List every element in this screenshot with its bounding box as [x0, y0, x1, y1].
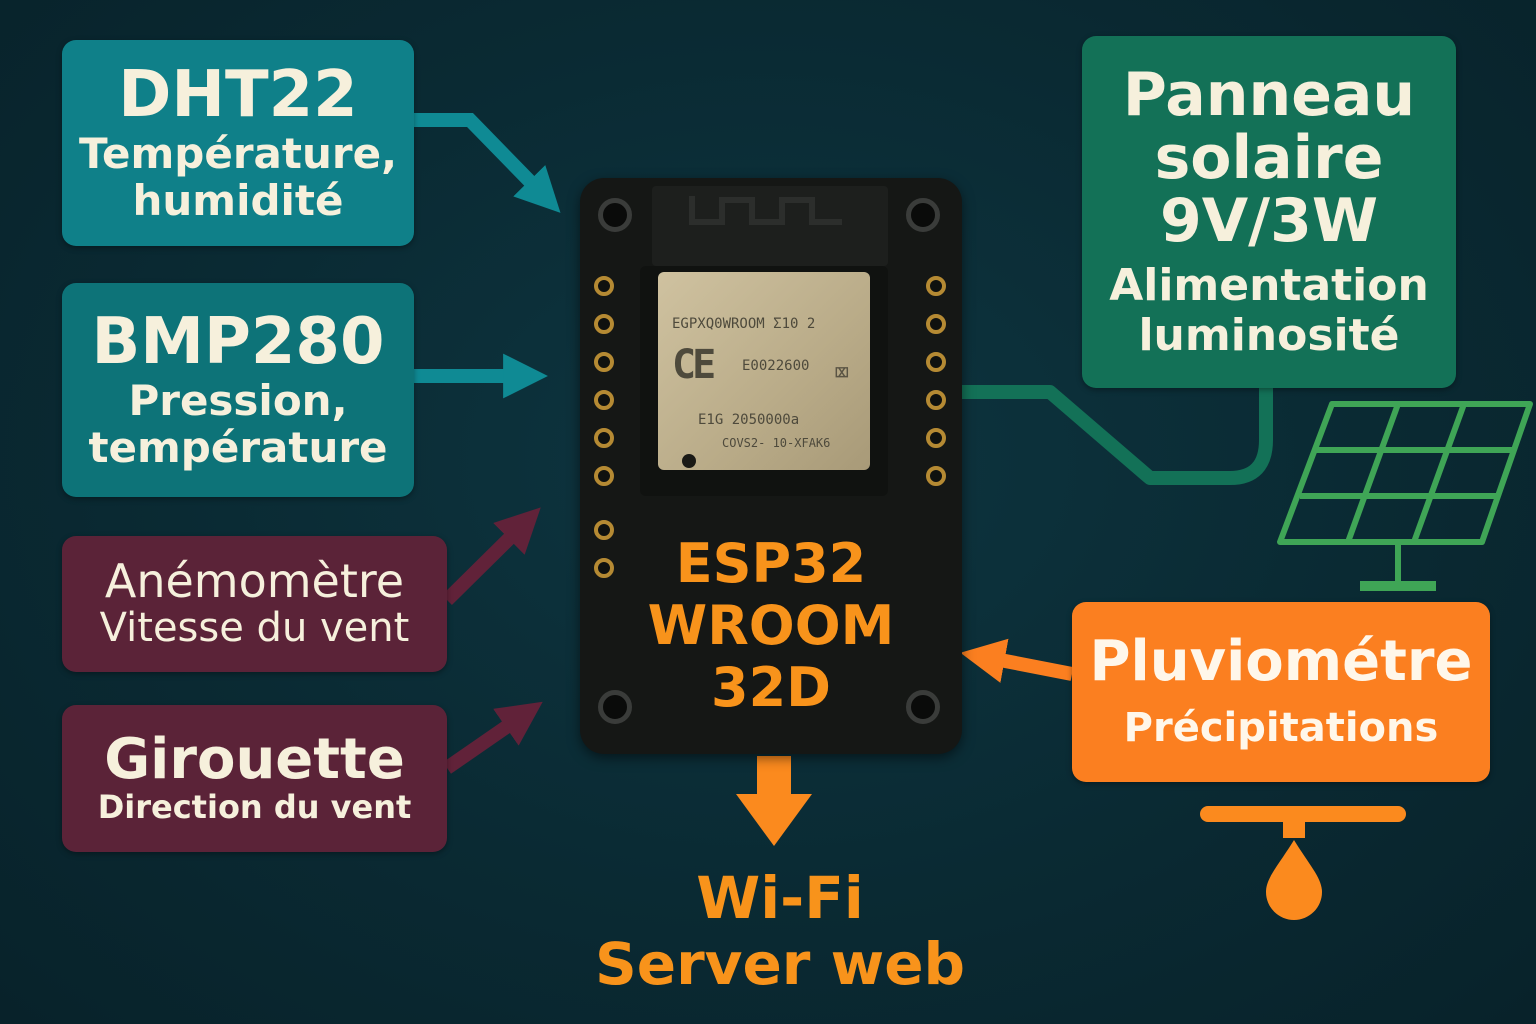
anemometre-title: Anémomètre: [104, 554, 405, 609]
bmp280-title: BMP280: [91, 305, 385, 380]
solar-line2: solaire: [1154, 123, 1384, 194]
pin-pad: [594, 314, 614, 334]
pin-pad: [926, 390, 946, 410]
solar-feed-line: [962, 385, 1273, 485]
wifi-line2: Server web: [594, 929, 966, 998]
pin-pad: [594, 390, 614, 410]
anemometre-arrow: [442, 507, 541, 605]
pin-pad: [594, 428, 614, 448]
solar-sub2: luminosité: [1138, 309, 1400, 361]
esp32-board: EGPXQ0WROOM Σ10 2 CE E0022600 E1G 205000…: [580, 178, 962, 754]
girouette-line1: Direction du vent: [97, 787, 412, 826]
pin-pad: [594, 352, 614, 372]
esp32-title: ESP32 WROOM 32D: [580, 532, 962, 720]
wifi-output: Wi-Fi Server web: [560, 864, 1000, 998]
solar-line1: Panneau: [1122, 60, 1416, 131]
bmp280-line1: Pression,: [128, 375, 348, 425]
wroom-module: EGPXQ0WROOM Σ10 2 CE E0022600 E1G 205000…: [640, 266, 888, 496]
girouette-arrow: [443, 701, 543, 774]
weee-icon: ⌧: [834, 358, 850, 388]
pin-pad: [926, 276, 946, 296]
anemometre-box: Anémomètre Vitesse du vent: [62, 536, 447, 672]
pin-pad: [594, 466, 614, 486]
esp32-line2: WROOM: [647, 594, 895, 658]
pin-pad: [926, 314, 946, 334]
wifi-line1: Wi-Fi: [696, 864, 864, 932]
mounting-hole: [906, 198, 940, 232]
solar-panel-box: Panneau solaire 9V/3W Alimentation lumin…: [1082, 36, 1456, 388]
esp32-line1: ESP32: [675, 532, 867, 595]
pin-pad: [594, 520, 614, 540]
module-marking-3: E0022600: [742, 358, 810, 374]
pin-pad: [926, 428, 946, 448]
module-marking-4: E1G 2050000a: [698, 412, 800, 428]
pluviometre-box: Pluviométre Précipitations: [1072, 602, 1490, 782]
bmp280-box: BMP280 Pression, température: [62, 283, 414, 497]
solar-sub1: Alimentation: [1109, 260, 1429, 312]
antenna-area: [652, 186, 888, 266]
mounting-hole: [598, 690, 632, 724]
pin1-dot: [682, 454, 696, 468]
pin-pad: [926, 466, 946, 486]
girouette-box: Girouette Direction du vent: [62, 705, 447, 852]
girouette-title: Girouette: [104, 727, 405, 793]
pluviometre-arrow: [960, 638, 1074, 683]
pin-pad: [594, 276, 614, 296]
wifi-down-arrow: [736, 756, 812, 846]
antenna-trace: [689, 196, 842, 225]
anemometre-line1: Vitesse du vent: [99, 604, 410, 651]
solar-panel-icon: [1277, 401, 1533, 591]
module-marking-5: COVS2- 10-XFAK6: [722, 436, 831, 450]
pluviometre-title: Pluviométre: [1089, 629, 1473, 695]
solar-line3: 9V/3W: [1159, 186, 1379, 257]
rain-gauge-icon: [1200, 806, 1406, 920]
ce-mark: CE: [672, 342, 716, 388]
module-shield: EGPXQ0WROOM Σ10 2 CE E0022600 E1G 205000…: [658, 272, 870, 470]
pin-pad: [594, 558, 614, 578]
dht22-arrow: [414, 113, 561, 213]
esp32-line3: 32D: [711, 656, 831, 720]
bmp280-line2: température: [88, 422, 388, 472]
pin-pad: [926, 352, 946, 372]
module-marking-1: EGPXQ0WROOM Σ10 2: [672, 316, 816, 332]
mounting-hole: [598, 198, 632, 232]
dht22-title: DHT22: [118, 58, 358, 133]
dht22-box: DHT22 Température, humidité: [62, 40, 414, 246]
dht22-line1: Température,: [78, 128, 398, 178]
dht22-line2: humidité: [132, 175, 344, 225]
mounting-hole: [906, 690, 940, 724]
pluviometre-sub: Précipitations: [1123, 705, 1439, 751]
